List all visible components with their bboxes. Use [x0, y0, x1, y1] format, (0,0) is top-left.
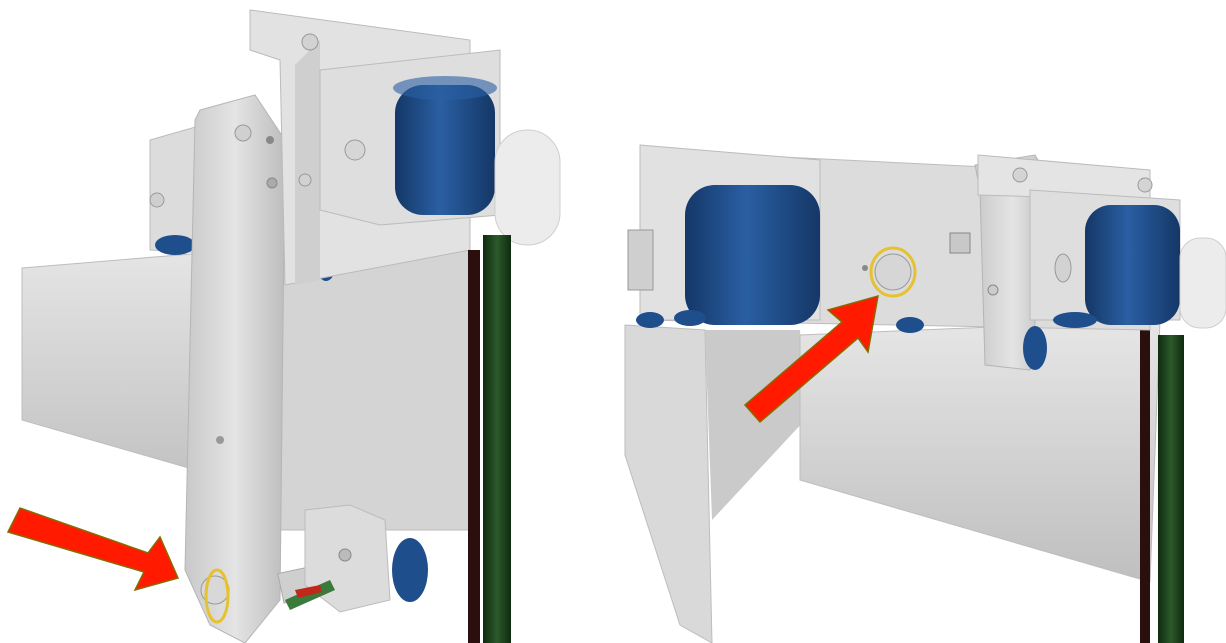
right-rail-green [1158, 335, 1184, 643]
left-gold-ring [204, 568, 230, 624]
left-rail-green [483, 235, 511, 643]
left-end-cap [494, 129, 561, 246]
left-view [6, 9, 561, 643]
right-pin [874, 253, 912, 291]
right-end-cap [1179, 237, 1226, 329]
right-slab-back [799, 319, 1161, 583]
right-view [624, 144, 1226, 643]
left-lower-roller [392, 538, 428, 602]
left-hanger-plate [184, 94, 286, 643]
right-gold-ring [869, 246, 917, 298]
left-red-arrow [6, 507, 180, 592]
right-left-roller [685, 185, 820, 325]
right-rail-dark [1140, 330, 1150, 643]
left-rail-dark [468, 250, 480, 643]
right-right-roller [1085, 205, 1180, 325]
right-red-arrow [743, 294, 879, 424]
right-slab-front [624, 324, 713, 643]
left-main-roller [395, 85, 495, 215]
left-small-roller-1 [155, 235, 195, 255]
